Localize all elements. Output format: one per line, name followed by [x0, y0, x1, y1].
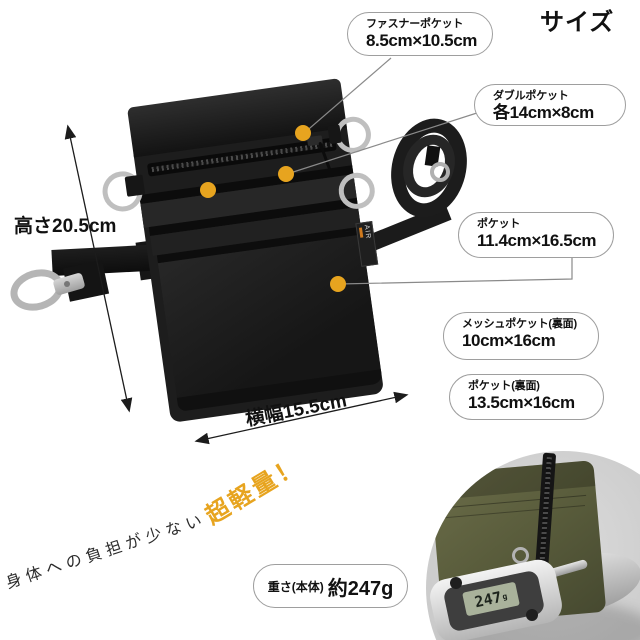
- olive-bag-stitch: [437, 505, 586, 519]
- callout-mesh-pocket-back: メッシュポケット(裏面) 10cm×16cm: [443, 312, 599, 360]
- page-title: サイズ: [540, 9, 615, 36]
- scale-button-icon: [526, 609, 538, 621]
- marker-dot-double-pocket-left: [200, 182, 216, 198]
- callout-value: 10cm×16cm: [462, 331, 556, 350]
- marker-dot-double-pocket-right: [278, 166, 294, 182]
- weight-value: 約247g: [327, 577, 394, 600]
- d-ring-keeper-left: [124, 174, 146, 197]
- callout-value: 各14cm×8cm: [493, 103, 594, 122]
- scale-unit: g: [501, 591, 509, 601]
- callout-label: ポケット: [477, 218, 521, 230]
- callout-label: ファスナーポケット: [366, 18, 464, 30]
- callout-value: 13.5cm×16cm: [468, 393, 575, 412]
- callout-value: 8.5cm×10.5cm: [366, 31, 477, 50]
- brand-tag-label: AIR: [362, 224, 372, 240]
- marker-dot-fastener-pocket: [295, 125, 311, 141]
- strap-clasp-ring-icon: [430, 162, 450, 182]
- callout-fastener-pocket: ファスナーポケット 8.5cm×10.5cm: [347, 12, 493, 56]
- tagline-accent: 超軽量！: [201, 451, 308, 530]
- callout-double-pocket: ダブルポケット 各14cm×8cm: [474, 84, 626, 126]
- bag-front-photo: AIR: [99, 78, 385, 423]
- scale-reading: 247: [473, 587, 504, 612]
- callout-weight: 重さ(本体) 約247g: [253, 564, 408, 608]
- scale-button-icon: [450, 577, 462, 589]
- callout-pocket-back: ポケット(裏面) 13.5cm×16cm: [449, 374, 604, 420]
- tagline-text: 身体への負担が少ない: [3, 511, 209, 593]
- callout-pocket: ポケット 11.4cm×16.5cm: [458, 212, 614, 258]
- swivel-hook-screw: [64, 281, 70, 287]
- callout-label: ポケット(裏面): [468, 380, 540, 392]
- height-measurement-label: 高さ20.5cm: [14, 216, 117, 237]
- callout-label: ダブルポケット: [493, 90, 569, 102]
- weight-photo-inset: 247 g: [426, 451, 640, 640]
- d-ring-keeper-top-right: [327, 124, 342, 145]
- callout-value: 11.4cm×16.5cm: [477, 231, 597, 250]
- olive-bag-fold: [429, 460, 596, 501]
- weight-label: 重さ(本体): [267, 579, 324, 594]
- marker-dot-front-pocket: [330, 276, 346, 292]
- callout-label: メッシュポケット(裏面): [462, 318, 577, 330]
